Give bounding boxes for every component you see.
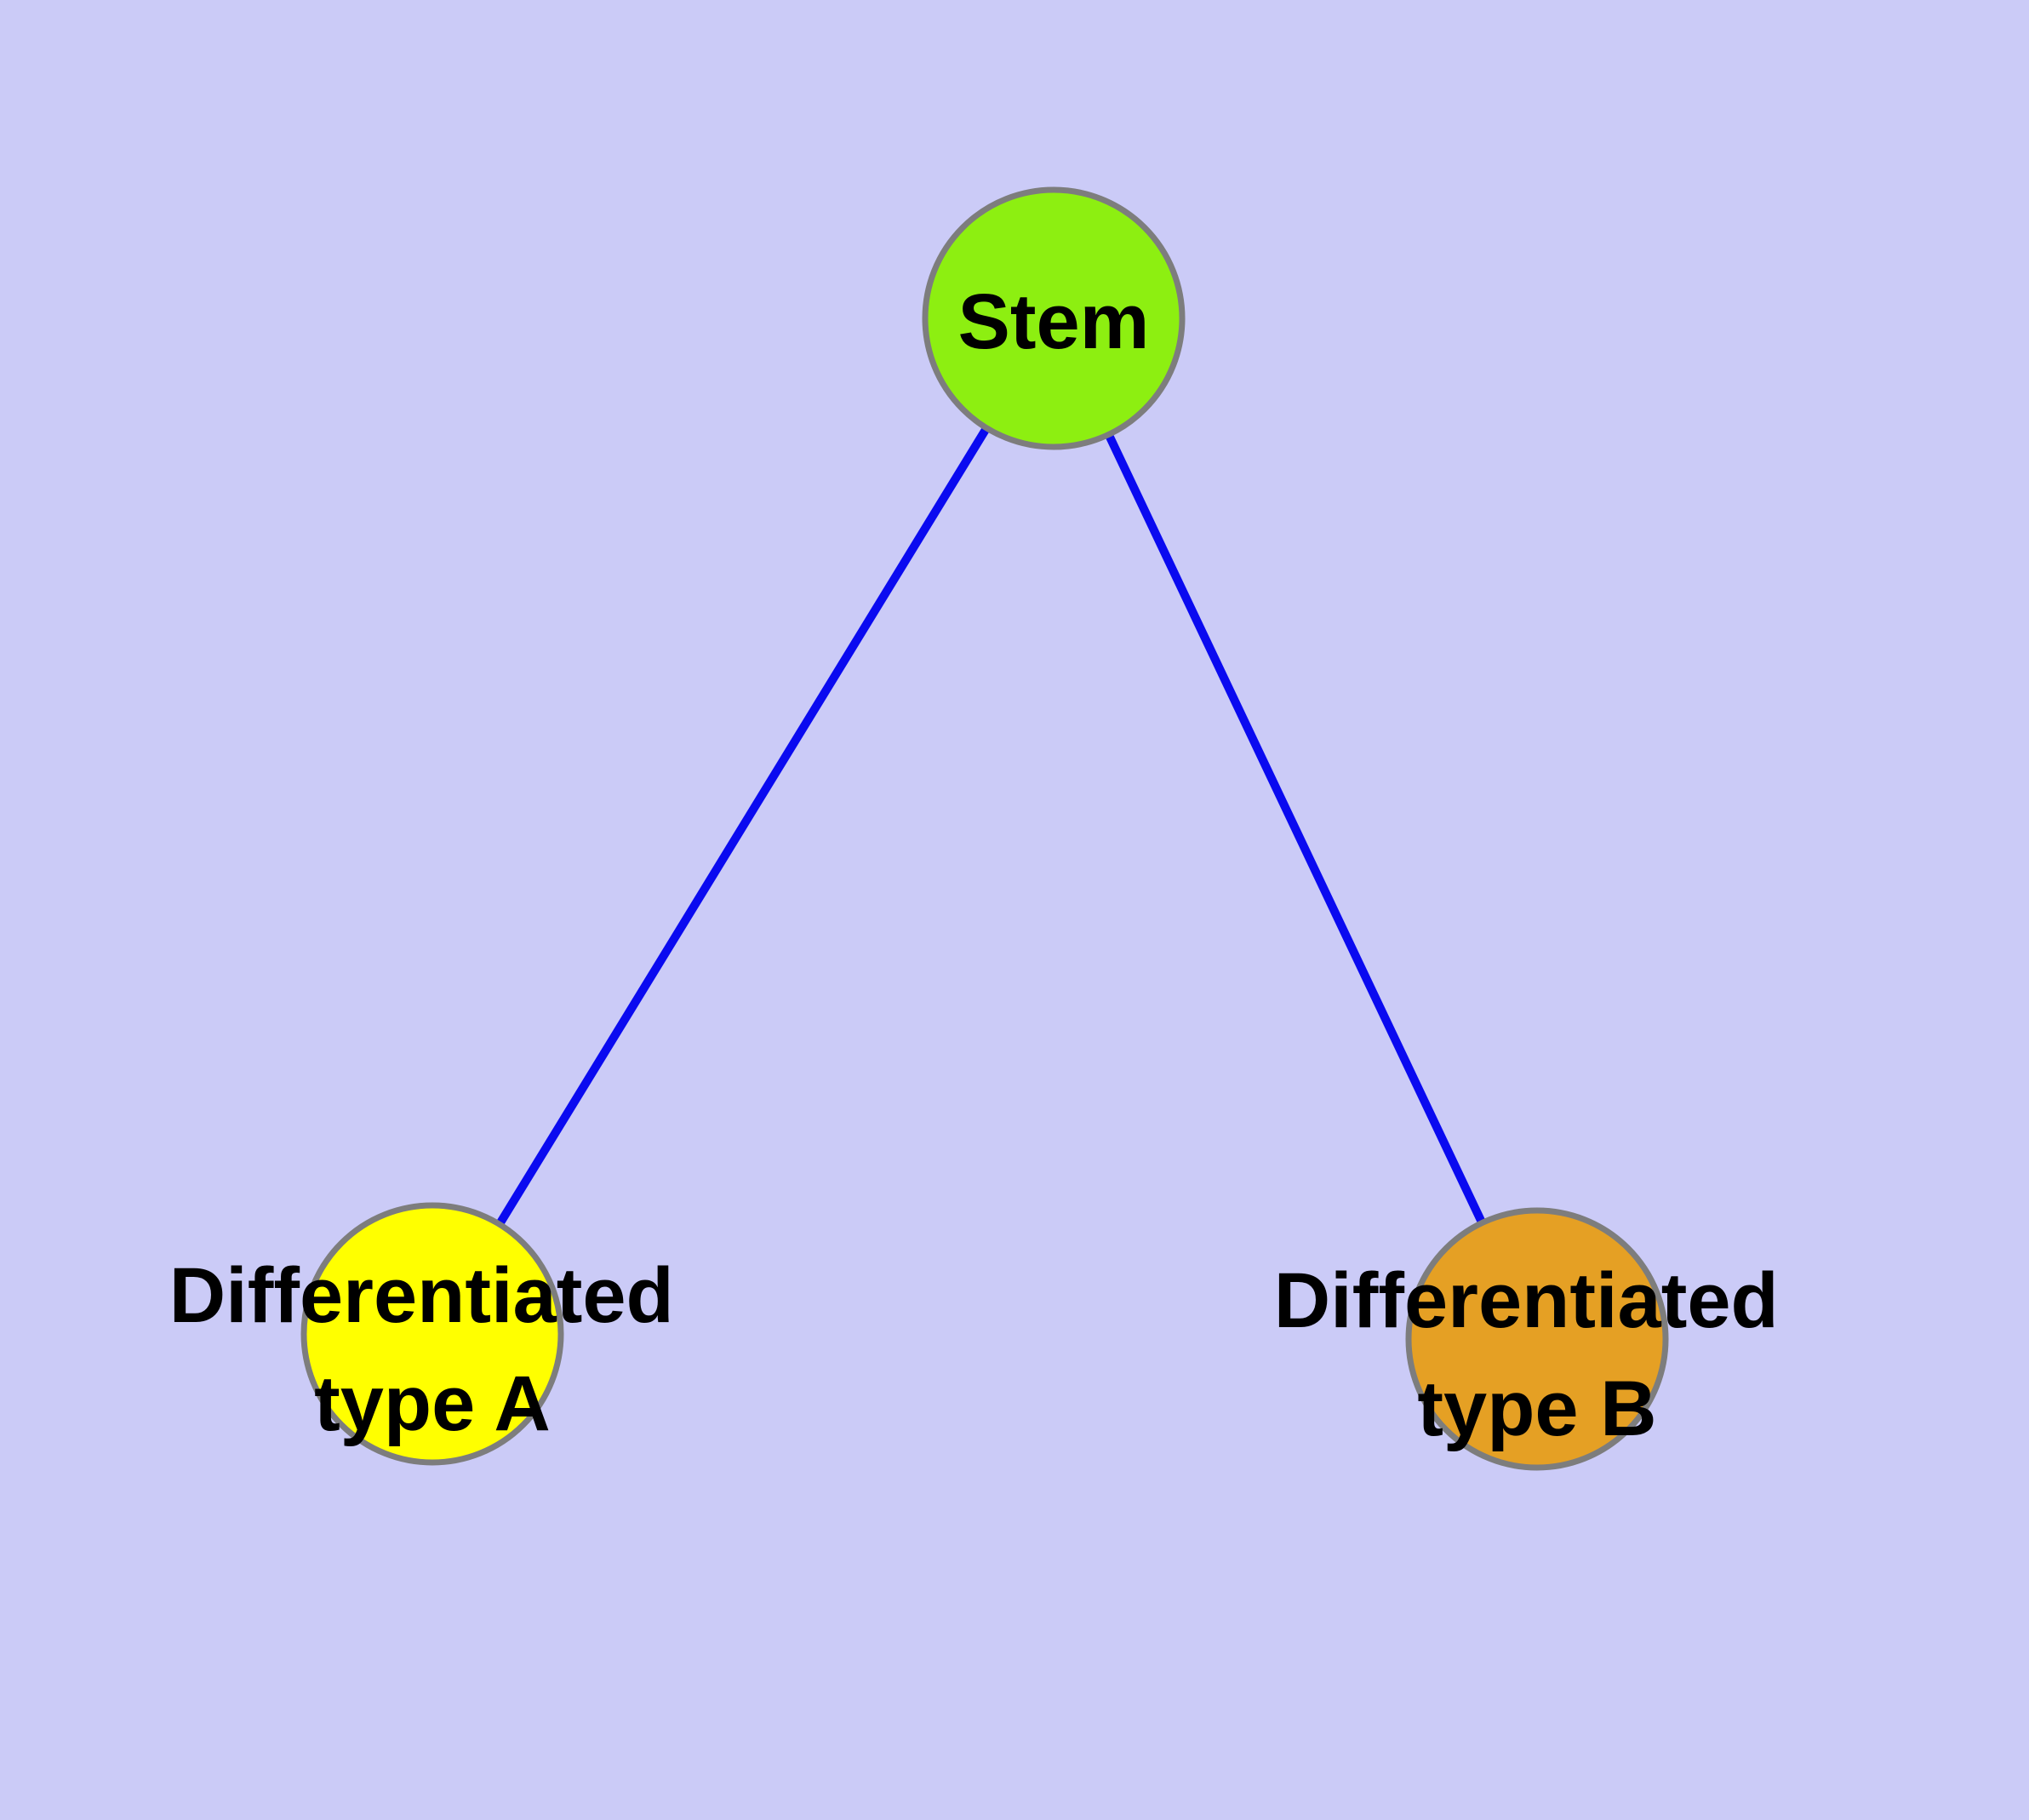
edge-stem-to-type-b bbox=[1049, 316, 1541, 1342]
node-stem-circle bbox=[922, 186, 1186, 450]
edge-stem-to-type-a bbox=[428, 316, 1058, 1336]
node-stem-label-line1: Stem bbox=[958, 278, 1150, 365]
node-type-b-label-line2: type B bbox=[1417, 1365, 1656, 1452]
node-stem-label: Stem bbox=[958, 278, 1150, 365]
node-type-a-circle bbox=[300, 1202, 564, 1466]
node-differentiated-type-b: Differentiated type B bbox=[1274, 1207, 1801, 1471]
node-type-b-circle bbox=[1405, 1207, 1669, 1471]
node-type-b-label-line1: Differentiated bbox=[1274, 1257, 1779, 1344]
node-stem: Stem bbox=[922, 186, 1186, 450]
node-type-b-label: Differentiated type B bbox=[1274, 1257, 1801, 1452]
node-type-a-label-line2: type A bbox=[314, 1360, 551, 1447]
node-differentiated-type-a: Differentiated type A bbox=[169, 1202, 696, 1466]
node-type-a-label: Differentiated type A bbox=[169, 1252, 696, 1447]
node-type-a-label-line1: Differentiated bbox=[169, 1252, 674, 1339]
